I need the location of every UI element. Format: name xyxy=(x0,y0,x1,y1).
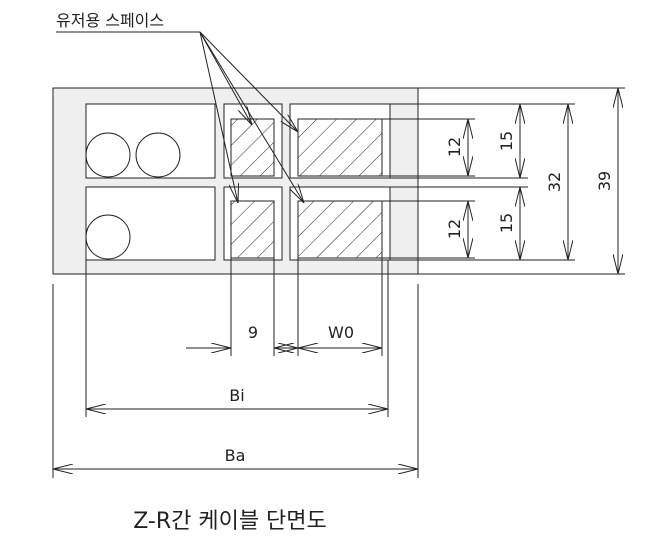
user-space-top-narrow xyxy=(230,118,275,177)
user-space-top-wide xyxy=(297,118,383,177)
extension-lines-horizontal xyxy=(382,87,625,275)
dimension-lines-vertical xyxy=(468,88,618,274)
user-space-bottom-wide xyxy=(297,200,383,259)
dim-label-inner-width: Bi xyxy=(229,386,244,405)
user-space-bottom-narrow xyxy=(230,200,275,259)
dim-label-inner-gap: 9 xyxy=(248,323,258,342)
dim-label-outer-height: 39 xyxy=(595,171,614,191)
dim-label-slot-height-top: 12 xyxy=(445,137,464,157)
dim-label-compartment-height-top: 15 xyxy=(497,131,516,151)
conductor-circle xyxy=(135,132,181,178)
dim-label-compartment-height-bottom: 15 xyxy=(497,213,516,233)
dim-label-slot-height-bottom: 12 xyxy=(445,219,464,239)
dim-label-inner-height: 32 xyxy=(545,172,564,192)
dimension-lines-horizontal xyxy=(53,348,418,469)
dim-label-outer-width: Ba xyxy=(225,446,246,465)
extension-lines-vertical xyxy=(52,258,419,478)
conductor-circle xyxy=(85,132,131,178)
dim-label-slot-width: W0 xyxy=(328,323,354,342)
conductor-circle xyxy=(85,214,131,260)
callout-label: 유저용 스페이스 xyxy=(56,11,164,30)
callout-arrows xyxy=(199,31,304,203)
diagram-caption: Z-R간 케이블 단면도 xyxy=(133,509,327,534)
